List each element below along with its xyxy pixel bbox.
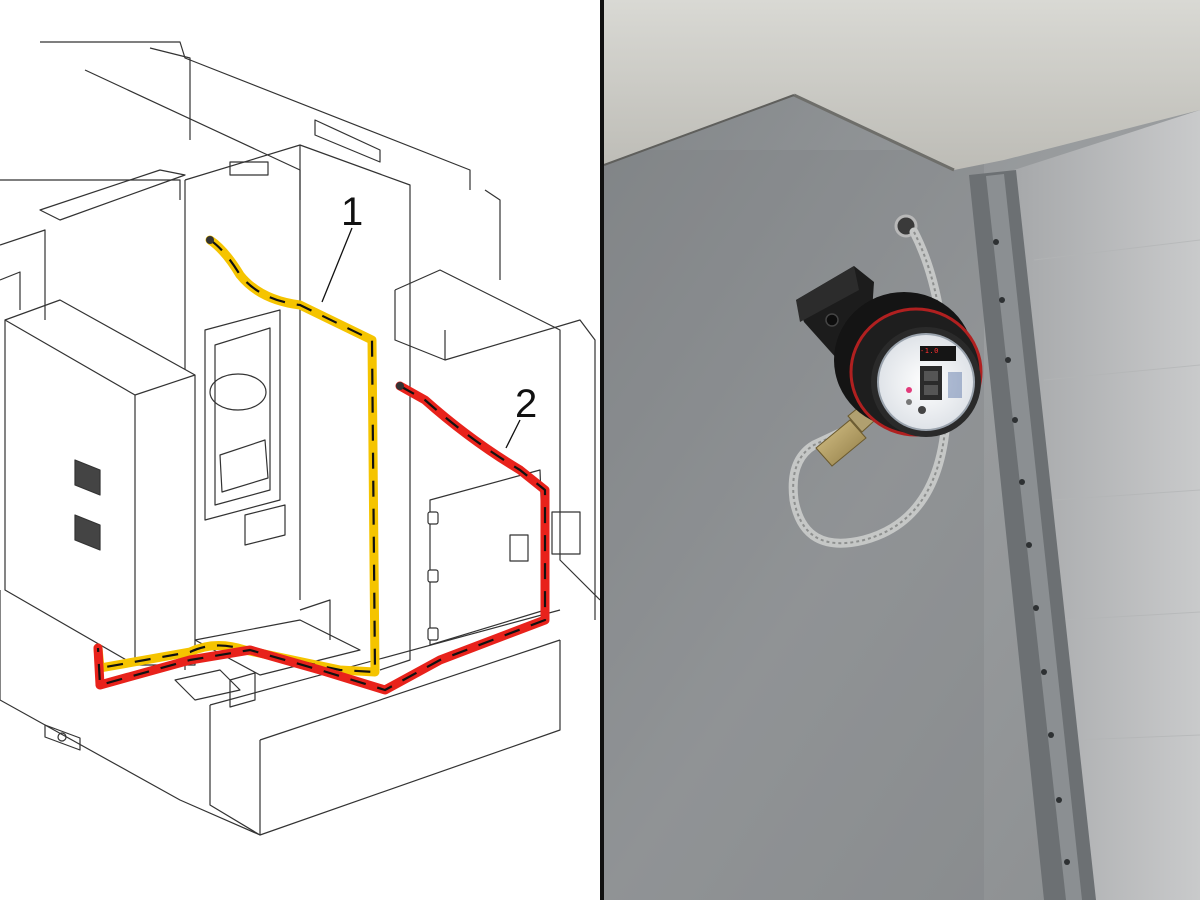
- sensor-gauge-icon: [834, 292, 983, 437]
- ceiling: [604, 0, 1200, 170]
- machine-base: [0, 590, 561, 836]
- enclosure-top-edge: [40, 41, 471, 190]
- machine-diagram: [0, 41, 600, 836]
- callout-label-2: 2: [515, 382, 538, 426]
- door-hinges: [427, 511, 439, 641]
- sensor-photo-panel: -1.0: [604, 0, 1200, 900]
- rail-rivets: [993, 239, 1070, 865]
- chip-tray: [194, 619, 361, 676]
- panel-divider: [600, 0, 604, 900]
- route-2-cable: [93, 381, 550, 695]
- gauge-readout: -1.0: [920, 347, 939, 355]
- gauge-display: [920, 346, 956, 361]
- cabinet-vent-lower: [74, 514, 101, 551]
- top-rail: [39, 169, 186, 221]
- callout-label-1: 1: [341, 190, 364, 234]
- spindle-window: [204, 309, 281, 521]
- cabinet-vent-upper: [74, 459, 101, 496]
- route-1-cable: [93, 235, 380, 677]
- machine-body-outline: [184, 144, 411, 330]
- door-handle: [509, 534, 529, 562]
- sensor-photo: [604, 0, 1200, 900]
- callout-2-leader: [505, 419, 521, 449]
- callout-1-leader: [321, 227, 353, 303]
- right-housing: [394, 269, 600, 601]
- vent-slot: [229, 161, 269, 176]
- machine-diagram-panel: 1 2: [0, 41, 600, 836]
